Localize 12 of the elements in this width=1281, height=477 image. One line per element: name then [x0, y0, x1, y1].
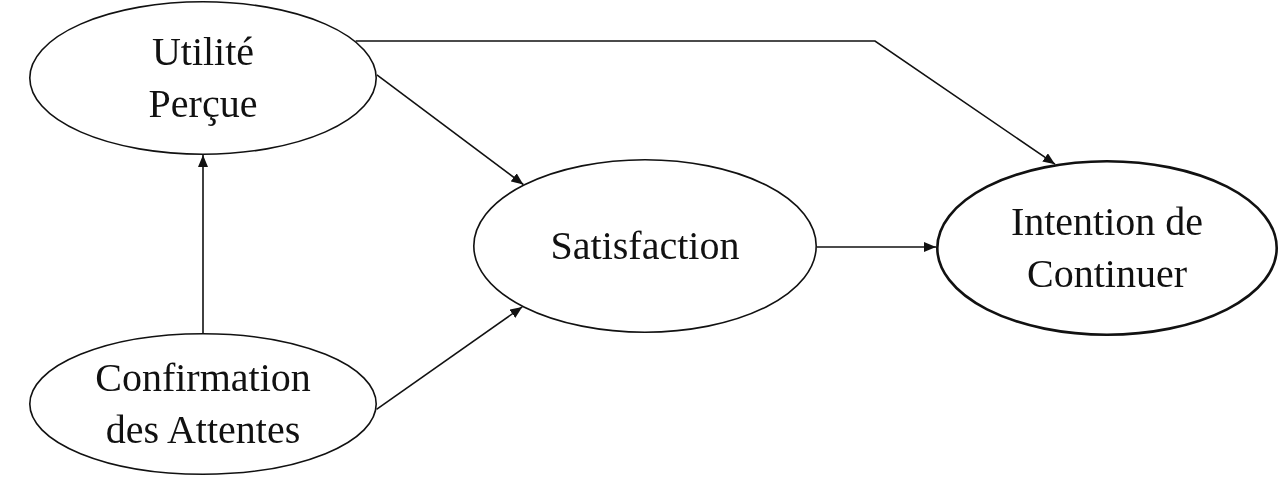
oval-node	[473, 159, 817, 333]
oval-node	[29, 1, 377, 155]
arrow	[816, 242, 937, 252]
oval-node	[936, 160, 1278, 336]
arrow	[354, 40, 1056, 165]
arrow	[198, 154, 208, 334]
node-label: Utilité Perçue	[147, 28, 259, 128]
node-label: Satisfaction	[550, 222, 740, 270]
oval-node	[29, 333, 377, 475]
arrow	[376, 74, 525, 186]
node-label: Intention de Continuer	[1009, 198, 1205, 298]
node-label: Confirmation des Attentes	[94, 354, 312, 454]
